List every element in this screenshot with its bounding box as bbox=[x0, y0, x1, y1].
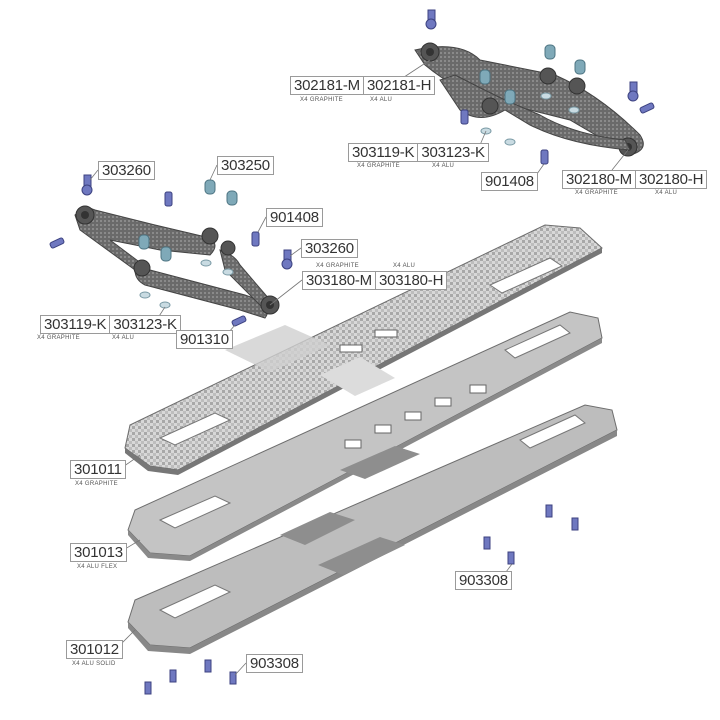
part-number: 903308 bbox=[455, 571, 512, 590]
part-number: 301011 bbox=[70, 460, 126, 479]
label-901310: 901310 bbox=[176, 330, 233, 349]
part-number: 303260 bbox=[98, 161, 155, 180]
label-301013: 301013 bbox=[70, 543, 127, 562]
label-301011: 301011 bbox=[70, 460, 126, 479]
label-303180: 303180-M 303180-H bbox=[302, 271, 448, 290]
material-alu: X4 ALU bbox=[112, 335, 135, 341]
material-alu-solid: X4 ALU SOLID bbox=[72, 661, 116, 667]
upper-arm-left bbox=[439, 74, 631, 151]
label-301012: 301012 bbox=[66, 640, 123, 659]
label-302180: 302180-M 302180-H bbox=[562, 170, 708, 189]
label-302181: 302181-M 302181-H bbox=[290, 76, 436, 95]
material-graphite: X4 GRAPHITE bbox=[75, 481, 118, 487]
label-903308-right: 903308 bbox=[455, 571, 512, 590]
chassis-plate-alu-solid bbox=[127, 404, 618, 654]
lower-arm bbox=[74, 205, 280, 319]
part-number: 901408 bbox=[266, 208, 323, 227]
material-alu-flex: X4 ALU FLEX bbox=[77, 564, 118, 570]
material-alu: X4 ALU bbox=[655, 190, 678, 196]
label-901408-upper: 901408 bbox=[481, 172, 538, 191]
part-number-302180-m: 302180-M bbox=[562, 170, 636, 189]
part-number: 303250 bbox=[217, 156, 274, 175]
material-alu: X4 ALU bbox=[393, 263, 416, 269]
label-303119-upper: 303119-K 303123-K bbox=[348, 143, 489, 162]
label-303260-left: 303260 bbox=[98, 161, 155, 180]
part-number: 901310 bbox=[176, 330, 233, 349]
part-number-303119-k: 303119-K bbox=[348, 143, 419, 162]
material-graphite: X4 GRAPHITE bbox=[37, 335, 80, 341]
part-number-303123-k: 303123-K bbox=[110, 315, 181, 334]
label-303250: 303250 bbox=[217, 156, 274, 175]
chassis-plate-alu-flex bbox=[127, 311, 603, 561]
material-alu: X4 ALU bbox=[370, 97, 393, 103]
part-number-303123-k: 303123-K bbox=[418, 143, 489, 162]
part-number-302181-h: 302181-H bbox=[363, 76, 436, 95]
spacers bbox=[49, 102, 655, 327]
label-903308-left: 903308 bbox=[246, 654, 303, 673]
label-303260-right: 303260 bbox=[301, 239, 358, 258]
material-graphite: X4 GRAPHITE bbox=[575, 190, 618, 196]
countersunk-screws bbox=[144, 504, 579, 695]
material-graphite: X4 GRAPHITE bbox=[357, 163, 400, 169]
material-graphite: X4 GRAPHITE bbox=[300, 97, 343, 103]
part-number-303180-h: 303180-H bbox=[375, 271, 448, 290]
part-number-302180-h: 302180-H bbox=[635, 170, 708, 189]
material-alu: X4 ALU bbox=[432, 163, 455, 169]
part-number-303119-k: 303119-K bbox=[40, 315, 111, 334]
part-number-303180-m: 303180-M bbox=[302, 271, 376, 290]
ball-studs bbox=[81, 9, 639, 270]
chassis-plate-graphite bbox=[124, 224, 603, 475]
part-number: 903308 bbox=[246, 654, 303, 673]
part-number-302181-m: 302181-M bbox=[290, 76, 364, 95]
part-number: 301012 bbox=[66, 640, 123, 659]
part-number: 301013 bbox=[70, 543, 127, 562]
part-number: 303260 bbox=[301, 239, 358, 258]
material-graphite: X4 GRAPHITE bbox=[316, 263, 359, 269]
ball-bushings bbox=[138, 44, 586, 262]
part-number: 901408 bbox=[481, 172, 538, 191]
label-303119-lower: 303119-K 303123-K bbox=[40, 315, 181, 334]
label-901408-lower: 901408 bbox=[266, 208, 323, 227]
